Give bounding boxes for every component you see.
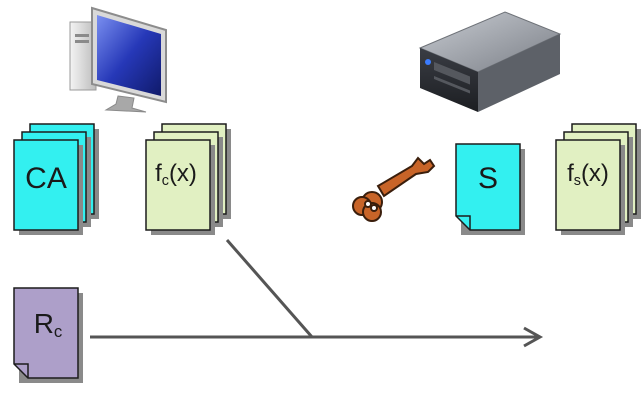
ca-document-stack <box>13 123 99 235</box>
ca-document-label: CA <box>25 162 67 195</box>
server-icon <box>418 11 562 112</box>
server-function-document-stack <box>555 123 641 235</box>
client-random-document <box>13 287 83 383</box>
server-secret-label: S <box>477 162 498 195</box>
client-function-document-stack <box>145 123 231 235</box>
server-secret-document <box>455 143 525 235</box>
desktop-computer-icon <box>69 6 167 113</box>
key-icon <box>352 156 436 222</box>
client-function-connector <box>225 239 314 338</box>
